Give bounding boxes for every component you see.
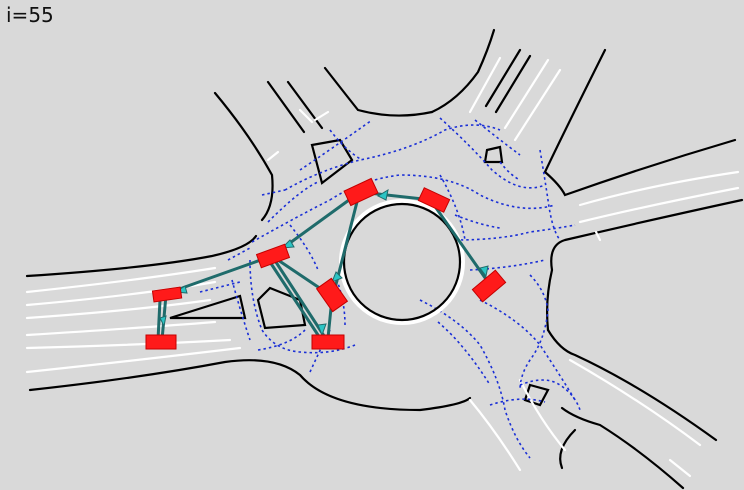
agent-box [471,269,507,303]
agent-box [255,243,291,269]
agent-box [315,277,349,313]
lane-markings [25,56,740,478]
agent-box [311,334,345,350]
step-label: i=55 [6,3,54,27]
agent-box [145,334,177,350]
roundabout-island-outline [342,202,462,322]
road-boundaries [25,28,744,490]
map-graph [199,117,581,459]
agent-box [417,187,451,213]
agent-box [151,286,183,303]
agent-box [343,177,379,207]
